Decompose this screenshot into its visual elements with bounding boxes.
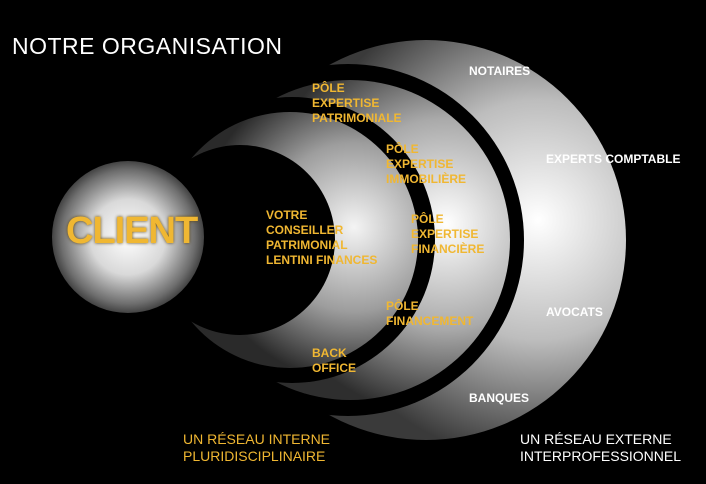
label-line: PÔLE [386,142,419,156]
label-avocats: AVOCATS [546,305,603,319]
client-sphere [52,161,204,313]
label-notaires: NOTAIRES [469,64,531,78]
label-banques: BANQUES [469,391,530,405]
label-line: PÔLE [312,81,345,95]
label-line: VOTRE [266,208,308,222]
label-line: CONSEILLER [266,223,344,237]
label-line: FINANCIÈRE [411,242,485,256]
inner-ring-hole [145,145,335,335]
label-line: PATRIMONIAL [266,238,348,252]
caption-line: UN RÉSEAU EXTERNE [520,431,672,447]
label-pole-patrimoniale: PÔLE EXPERTISE PATRIMONIALE [312,81,402,126]
caption-internal-network: UN RÉSEAU INTERNE PLURIDISCIPLINAIRE [183,431,330,465]
label-pole-financement: PÔLE FINANCEMENT [386,299,473,329]
caption-line: INTERPROFESSIONNEL [520,448,682,464]
caption-line: UN RÉSEAU INTERNE [183,431,331,447]
caption-line: PLURIDISCIPLINAIRE [183,448,326,464]
label-line: EXPERTISE [386,157,454,171]
label-back-office: BACK OFFICE [312,346,356,376]
label-line: OFFICE [312,361,356,375]
label-line: FINANCEMENT [386,314,474,328]
label-conseiller-patrimonial: VOTRE CONSEILLER PATRIMONIAL LENTINI FIN… [266,208,377,268]
label-line: LENTINI FINANCES [266,253,378,267]
label-line: PATRIMONIALE [312,111,402,125]
page-title: NOTRE ORGANISATION [12,33,283,59]
label-line: PÔLE [386,299,419,313]
label-line: IMMOBILIÈRE [386,172,466,186]
label-line: EXPERTISE [312,96,380,110]
label-line: PÔLE [411,212,444,226]
label-pole-immobiliere: PÔLE EXPERTISE IMMOBILIÈRE [386,142,466,187]
label-line: EXPERTISE [411,227,479,241]
label-line: BACK [312,346,347,360]
client-label: CLIENT [66,210,198,252]
label-pole-financiere: PÔLE EXPERTISE FINANCIÈRE [411,212,484,257]
label-experts-comptable: EXPERTS COMPTABLE [546,152,681,166]
caption-external-network: UN RÉSEAU EXTERNE INTERPROFESSIONNEL [520,431,681,465]
